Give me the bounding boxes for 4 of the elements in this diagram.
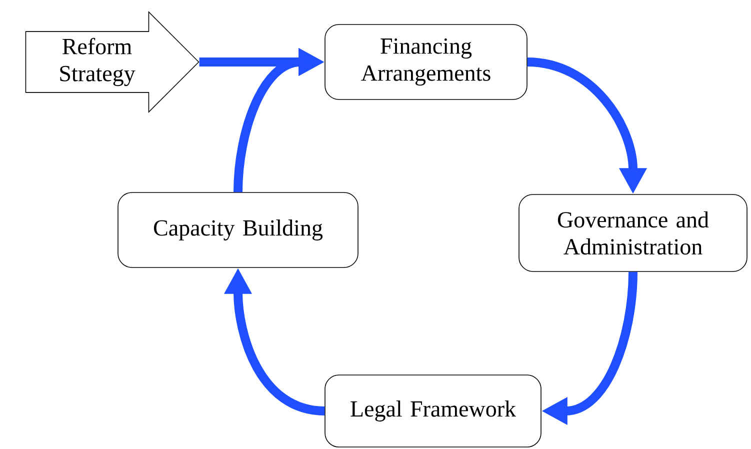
process-box: Capacity Building <box>118 192 358 268</box>
process-box: Legal Framework <box>324 374 542 448</box>
process-box: Financing Arrangements <box>324 24 528 100</box>
process-box: Governance and Administration <box>518 194 748 272</box>
